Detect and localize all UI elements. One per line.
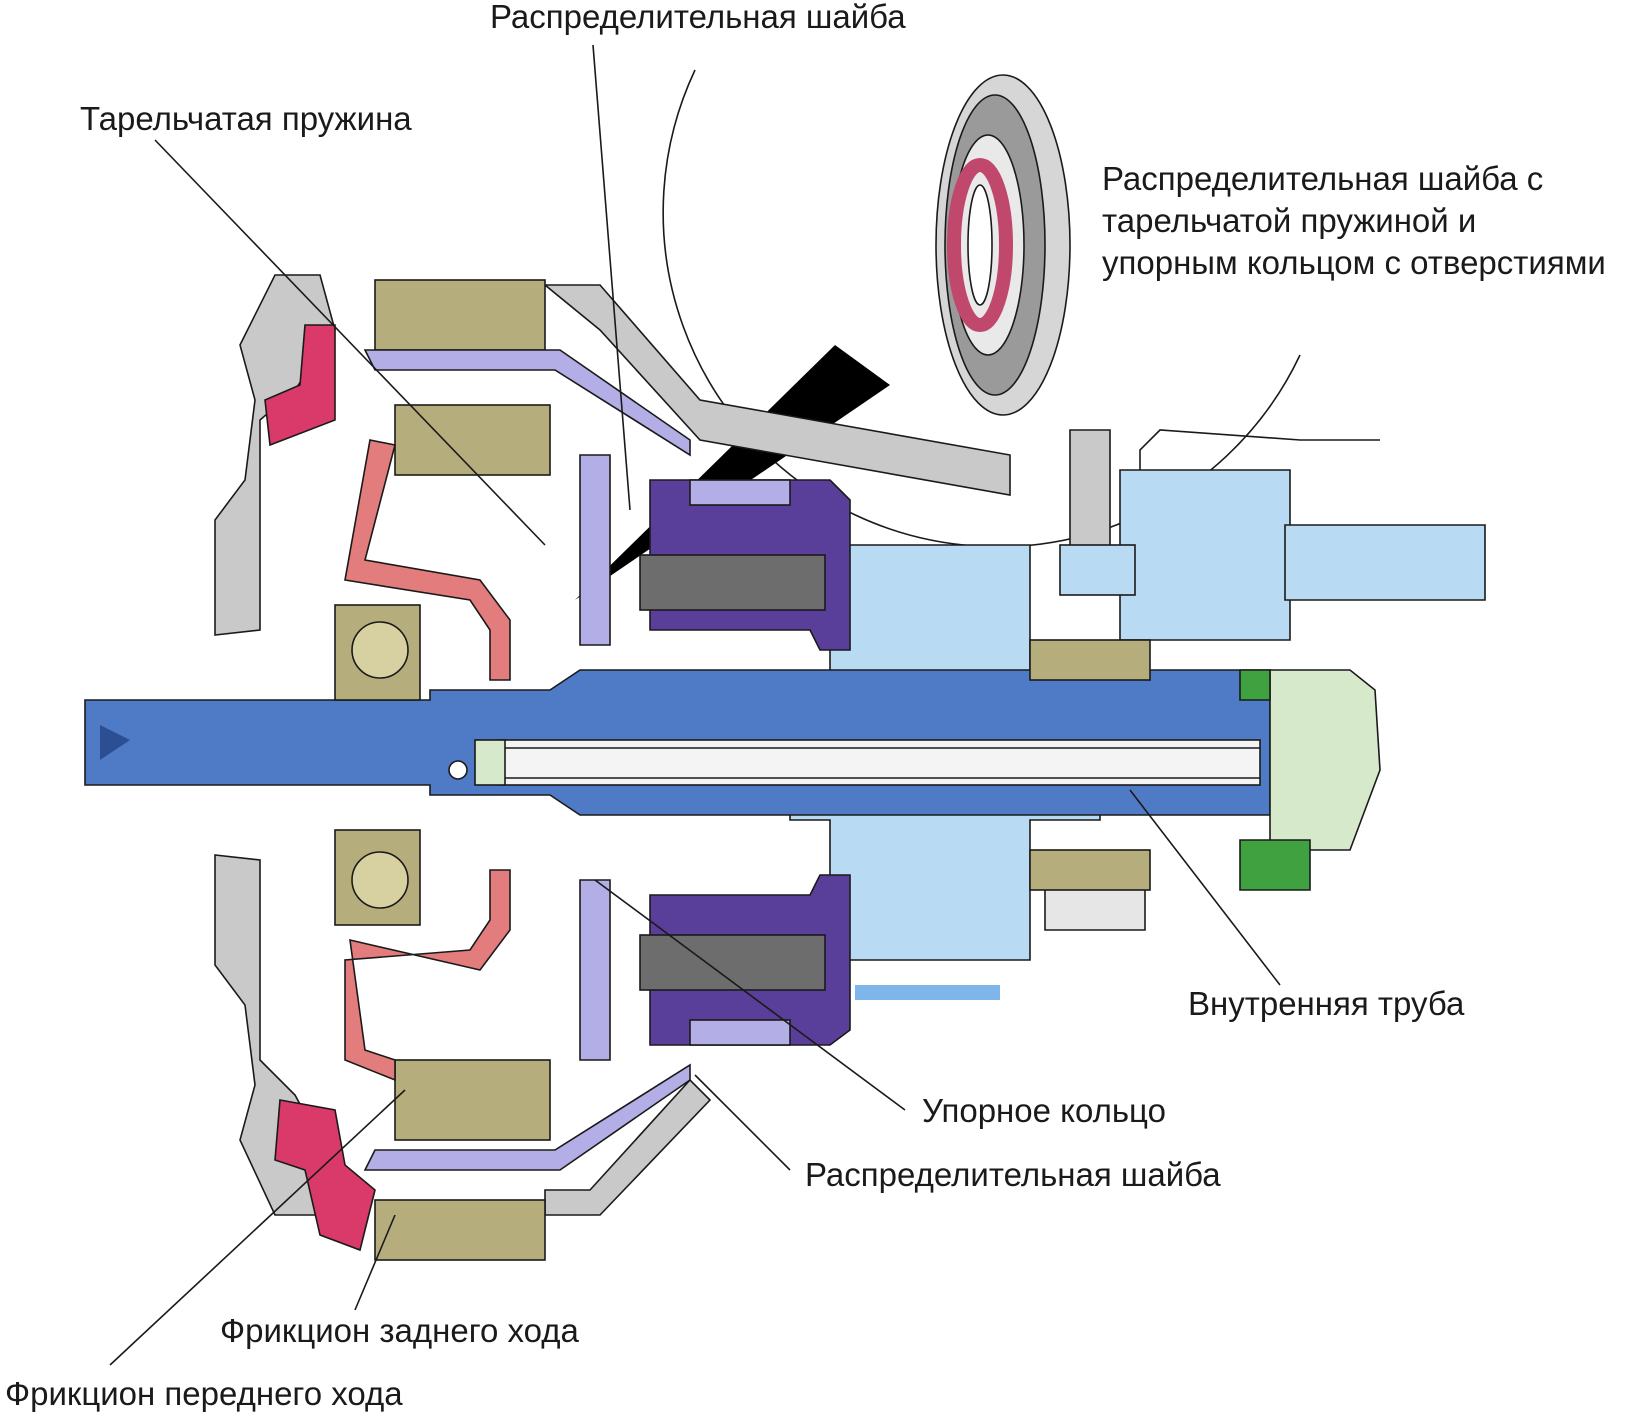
label-disc-spring: Тарельчатая пружина [80,100,412,137]
label-inset-caption-3: упорным кольцом с отверстиями [1102,244,1606,281]
clutch-drum [363,349,691,1171]
shaft-end-spline [100,725,130,760]
label-inner-tube: Внутренняя труба [1188,985,1465,1022]
forward-piston [344,439,511,1082]
leader-thrust-ring [594,879,906,1111]
bearings [334,604,1151,926]
lower-water-patch [855,985,1000,1000]
shaft-center-hole [448,760,468,780]
label-distribution-washer-top: Распределительная шайба [490,0,906,35]
leader-distribution-washer-bottom [694,1074,791,1171]
reverse-piston [264,324,376,1252]
inner-tube [474,739,1261,786]
leader-inner-tube [1129,789,1281,986]
leader-distribution-washer-top [592,44,631,511]
planet-carrier [639,479,851,1046]
reverse-clutch-pack-top [374,279,551,476]
leader-lines [109,44,1281,1366]
leader-forward-clutch [109,1089,406,1366]
output-cover [1139,429,1381,891]
label-inset-caption-2: тарельчатой пружиной и [1102,202,1476,239]
leader-disc-spring [154,139,546,546]
label-thrust-ring: Упорное кольцо [922,1092,1166,1129]
labels: Распределительная шайба Тарельчатая пруж… [5,0,1606,1412]
distribution-washer-disc-icon [935,74,1071,416]
forward-clutch-pack-bottom [374,1059,551,1261]
label-distribution-washer-bottom: Распределительная шайба [805,1156,1221,1193]
label-inset-caption-1: Распределительная шайба с [1102,160,1543,197]
label-reverse-clutch: Фрикцион заднего хода [220,1312,580,1349]
label-forward-clutch: Фрикцион переднего хода [5,1375,403,1412]
leader-reverse-clutch [354,1214,396,1311]
